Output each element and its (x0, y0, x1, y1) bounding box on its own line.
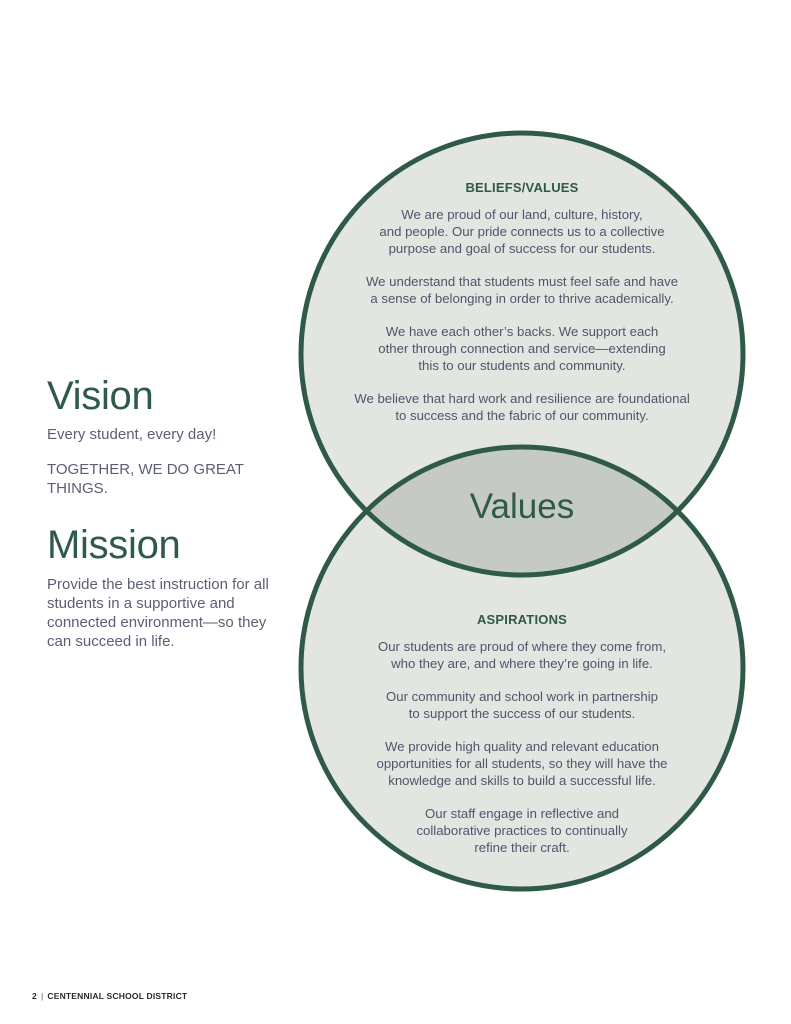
aspirations-circle-outline (298, 444, 746, 892)
mission-heading: Mission (47, 523, 181, 567)
mission-statement: Provide the best instruction for all stu… (47, 576, 269, 650)
aspirations-heading: ASPIRATIONS (476, 612, 568, 627)
beliefs-section: BELIEFS/VALUES We are proud of our land,… (322, 179, 722, 440)
aspiration-item: Our community and school work in partner… (386, 689, 658, 721)
aspiration-item: We provide high quality and relevant edu… (376, 739, 668, 788)
aspiration-item: Our students are proud of where they com… (377, 639, 667, 671)
beliefs-circle (301, 133, 743, 575)
beliefs-heading: BELIEFS/VALUES (465, 180, 579, 195)
page-number: 2 (32, 991, 37, 1001)
footer-separator: | (40, 991, 44, 1001)
aspirations-section: ASPIRATIONS Our students are proud of wh… (322, 611, 722, 872)
belief-item: We have each other’s backs. We support e… (378, 324, 666, 373)
footer-org-name: CENTENNIAL SCHOOL DISTRICT (47, 991, 188, 1001)
belief-item: We are proud of our land, culture, histo… (379, 207, 665, 256)
aspirations-circle (301, 447, 743, 889)
vision-tagline: Every student, every day! (47, 426, 217, 443)
vision-heading: Vision (47, 374, 154, 418)
overlap-label: Values (469, 487, 575, 526)
page-footer: 2|CENTENNIAL SCHOOL DISTRICT (32, 991, 187, 1001)
belief-item: We understand that students must feel sa… (365, 274, 679, 306)
vision-mission-column: Vision Every student, every day! TOGETHE… (47, 372, 287, 651)
vision-motto: TOGETHER, WE DO GREAT THINGS. (47, 461, 244, 497)
belief-item: We believe that hard work and resilience… (354, 391, 690, 423)
aspiration-item: Our staff engage in reflective and colla… (416, 806, 628, 855)
beliefs-circle-outline (298, 130, 746, 578)
